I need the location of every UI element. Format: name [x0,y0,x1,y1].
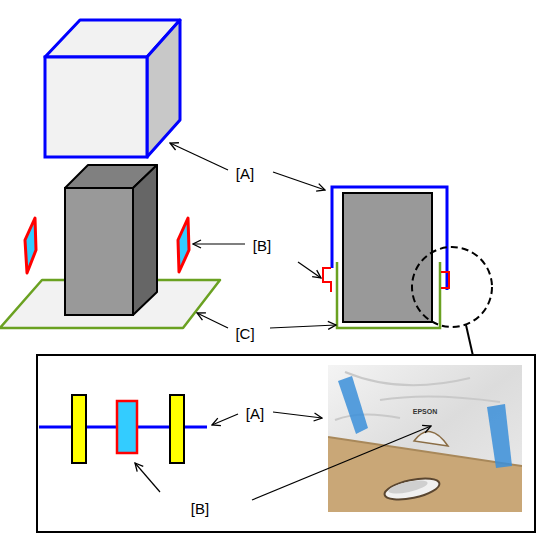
leader-arrow [252,426,431,500]
carton [328,437,522,512]
tape-symbol [117,401,137,453]
carton-handle [414,432,448,446]
clip-symbol [170,395,184,463]
photo [328,365,522,512]
detail-panel [37,355,535,532]
tape-section [441,272,449,288]
carton-hole-inner [387,478,428,496]
callout-letter: [C] [235,326,254,341]
tape-section [323,268,331,292]
carton-hole [383,474,442,503]
detail-circle [412,247,492,327]
callout-letter: [A] [236,166,254,181]
product-side-face [133,165,157,315]
leader-arrow [197,313,228,328]
photo-bag [328,365,522,512]
leader-arrow [170,143,228,170]
callout-letter: [A] [246,406,264,421]
leader-arrow [273,172,325,190]
clip-symbol [72,395,86,463]
product-section [343,193,432,322]
leader-arrow [298,262,321,278]
leader-arrow [193,243,245,244]
photo-tape [487,404,512,468]
detail-leader [466,325,473,356]
base-section [337,262,440,328]
cover-front-face [45,57,147,157]
leader-arrow [273,412,322,418]
leader-arrow [212,414,238,425]
leader-arrow [270,325,336,328]
cover-section [332,187,447,290]
photo-tape [338,376,368,434]
brand-print: EPSON [413,408,438,415]
callout-letter: [B] [191,501,209,516]
product-front-face [65,188,133,315]
tape-piece [25,218,36,273]
callout-letter: [B] [253,238,271,253]
tape-piece [178,218,189,272]
cover-side-face [147,20,180,157]
leader-arrow [135,463,160,492]
